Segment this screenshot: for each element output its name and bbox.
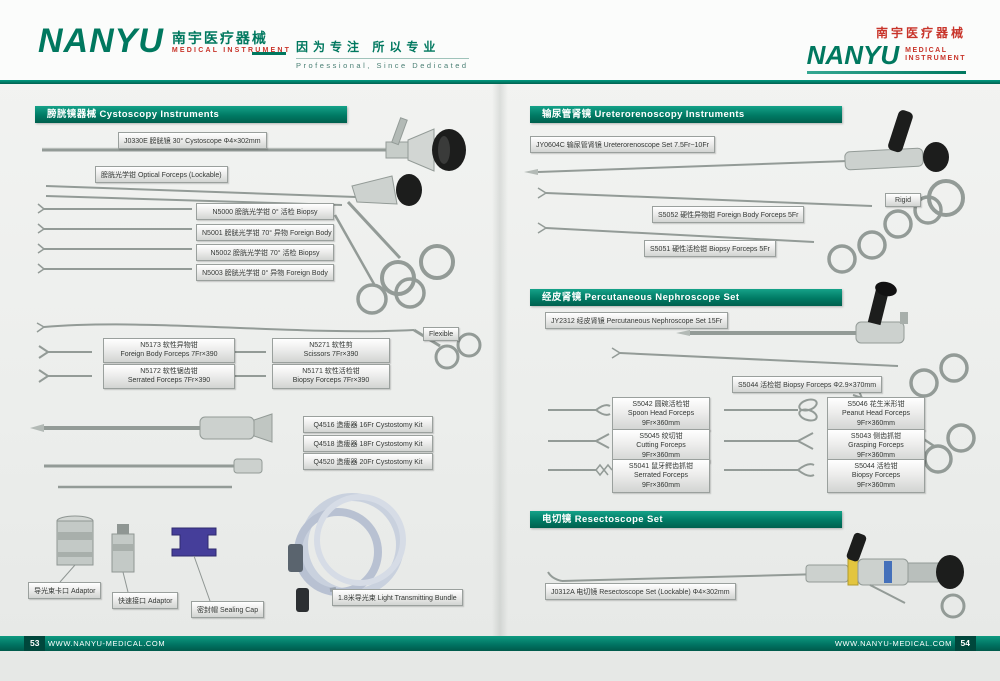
label-flexible-tag: Flexible [423, 327, 460, 341]
section-header-resectoscope: 电切镜 Resectoscope Set [530, 511, 842, 528]
nephro-biopsy-forceps-illustration [611, 347, 969, 398]
divider-dash [252, 52, 286, 55]
label-s5041: S5041 鼠牙鳄齿抓钳 Serrated Forceps 9Fr×360mm [612, 459, 710, 494]
label-n5000: N5000 膀胱光学钳 0° 活检 Biopsy [196, 203, 334, 220]
footer-bar: 53 WWW.NANYU-MEDICAL.COM WWW.NANYU-MEDIC… [0, 636, 1000, 651]
label-line: 9Fr×360mm [857, 419, 895, 427]
optical-forceps-illustration [45, 174, 455, 315]
label-light-bundle: 1.8米导光束 Light Transmitting Bundle [332, 589, 463, 606]
label-line: 9Fr×360mm [642, 481, 680, 489]
nephroscope-illustration [676, 281, 908, 344]
label-resectoscope-set: J0312A 电切镜 Resectoscope Set (Lockable) Φ… [545, 583, 736, 600]
header-rule [0, 80, 1000, 84]
label-line: Serrated Forceps 7Fr×390 [127, 377, 211, 385]
label-line: 9Fr×360mm [642, 419, 680, 427]
brand-chinese: 南宇医疗器械 [171, 30, 268, 47]
label-line: Cutting Forceps [636, 442, 686, 450]
brand-subtitle-right: MEDICAL INSTRUMENT [905, 47, 966, 64]
brand-subtitle-line2: INSTRUMENT [905, 55, 966, 62]
resectoscope-illustration [547, 532, 966, 619]
label-n5002: N5002 膀胱光学钳 70° 活检 Biopsy [196, 244, 334, 261]
site-url-right: WWW.NANYU-MEDICAL.COM [834, 639, 952, 648]
label-line: Grasping Forceps [848, 442, 904, 450]
forceps-tips-grid-illustration [548, 398, 818, 477]
tagline-english: Professional, Since Dedicated [296, 58, 469, 70]
brand-subtitle-line1: MEDICAL [905, 46, 948, 54]
label-q4518: Q4518 造瘘器 18Fr Cystostomy Kit [303, 435, 433, 452]
label-n5271: N5271 软性剪 Scissors 7Fr×390 [272, 338, 390, 363]
label-line: Scissors 7Fr×390 [303, 351, 359, 359]
label-ureteroscope-set: JY0604C 输尿管肾镜 Ureterorenoscope Set 7.5Fr… [530, 136, 715, 153]
nanyu-logo: NANYU 南宇医疗器械 MEDICAL INSTRUMENT [38, 22, 291, 60]
label-adaptor-bayonet: 导光束卡口 Adaptor [28, 582, 102, 599]
label-s5052: S5052 硬性异物钳 Foreign Body Forceps 5Fr [652, 206, 805, 223]
brand-stack: 南宇医疗器械 MEDICAL INSTRUMENT [172, 30, 291, 56]
brand-wordmark-right: NANYU [806, 40, 900, 70]
label-line: Serrated Forceps [633, 472, 689, 480]
label-s5046: S5046 花生米形钳 Peanut Head Forceps 9Fr×360m… [827, 397, 925, 432]
flexible-forceps-illustration [36, 322, 482, 370]
label-optical-forceps: 膀胱光学钳 Optical Forceps (Lockable) [95, 166, 228, 183]
section-header-nephroscope: 经皮肾镜 Percutaneous Nephroscope Set [530, 289, 842, 306]
label-line: 9Fr×360mm [857, 451, 895, 459]
label-n5172: N5172 软性锯齿钳 Serrated Forceps 7Fr×390 [103, 364, 235, 389]
label-line: S5042 圆碗活检钳 [632, 401, 690, 408]
label-q4520: Q4520 造瘘器 20Fr Cystostomy Kit [303, 453, 433, 470]
brand-chinese-right: 南宇医疗器械 [875, 26, 966, 40]
tagline-chinese: 因为专注 所以专业 [296, 40, 441, 54]
section-header-ureteroscopy: 输尿管肾镜 Ureterorenoscopy Instruments [530, 106, 842, 123]
label-s5042: S5042 圆碗活检钳 Spoon Head Forceps 9Fr×360mm [612, 397, 710, 432]
label-sealing-cap: 密封帽 Sealing Cap [191, 601, 265, 618]
brand-wordmark: NANYU [38, 22, 164, 60]
label-line: 9Fr×360mm [857, 481, 895, 489]
label-line: S5044 活检钳 [854, 463, 898, 470]
label-cystoscope: J0330E 膀胱镜 30° Cystoscope Φ4×302mm [118, 132, 267, 149]
label-line: Peanut Head Forceps [841, 410, 911, 418]
center-gutter [492, 84, 508, 636]
label-line: S5043 侧齿抓钳 [850, 433, 902, 440]
label-line: 9Fr×360mm [642, 451, 680, 459]
label-q4516: Q4516 造瘘器 16Fr Cystostomy Kit [303, 416, 433, 433]
page-header: NANYU 南宇医疗器械 MEDICAL INSTRUMENT 因为专注 所以专… [0, 0, 1000, 80]
label-adaptor-quick: 快速接口 Adaptor [112, 592, 179, 609]
page-number-right: 54 [954, 636, 976, 651]
label-line: Foreign Body Forceps 7Fr×390 [120, 351, 218, 359]
site-url-left: WWW.NANYU-MEDICAL.COM [48, 639, 166, 648]
label-line: S5041 鼠牙鳄齿抓钳 [628, 463, 694, 470]
label-line: Biopsy Forceps 7Fr×390 [292, 377, 370, 385]
label-s5043: S5043 侧齿抓钳 Grasping Forceps 9Fr×360mm [827, 429, 925, 464]
brand-row-right: NANYU MEDICAL INSTRUMENT [807, 42, 966, 68]
page-number-left: 53 [24, 636, 46, 651]
nanyu-logo-right: 南宇医疗器械 NANYU MEDICAL INSTRUMENT [806, 24, 966, 74]
cystostomy-kit-illustration [30, 413, 273, 489]
optical-forceps-variants-illustration [37, 203, 192, 274]
label-line: N5271 软性剪 [309, 342, 353, 349]
section-header-cystoscopy: 膀胱镜器械 Cystoscopy Instruments [35, 106, 347, 123]
label-s5051: S5051 硬性活检钳 Biopsy Forceps 5Fr [644, 240, 776, 257]
brand-underline [806, 71, 966, 74]
rigid-forceps-illustration [537, 187, 943, 274]
label-line: N5171 软性活检钳 [302, 368, 360, 375]
label-n5171: N5171 软性活检钳 Biopsy Forceps 7Fr×390 [272, 364, 390, 389]
label-nephroscope-set: JY2312 经皮肾镜 Percutaneous Nephroscope Set… [545, 312, 729, 329]
ureteroscope-illustration [524, 110, 965, 217]
label-line: S5045 绞切钳 [639, 433, 683, 440]
label-line: N5172 软性锯齿钳 [140, 368, 198, 375]
adaptor-parts-illustration [56, 515, 217, 602]
label-s5044b: S5044 活检钳 Biopsy Forceps 9Fr×360mm [827, 459, 925, 494]
label-line: N5173 软性异物钳 [140, 342, 198, 349]
brand-subtitle: MEDICAL INSTRUMENT [171, 46, 292, 54]
label-line: Biopsy Forceps [851, 472, 901, 480]
label-n5001: N5001 膀胱光学钳 70° 异物 Foreign Body [196, 224, 334, 241]
label-n5173: N5173 软性异物钳 Foreign Body Forceps 7Fr×390 [103, 338, 235, 363]
label-line: Spoon Head Forceps [627, 410, 695, 418]
label-rigid-tag: Rigid [885, 193, 921, 207]
tagline: 因为专注 所以专业 Professional, Since Dedicated [296, 38, 469, 70]
label-n5003: N5003 膀胱光学钳 0° 异物 Foreign Body [196, 264, 334, 281]
label-s5044-main: S5044 活检钳 Biopsy Forceps Φ2.9×370mm [732, 376, 883, 393]
label-line: S5046 花生米形钳 [847, 401, 905, 408]
